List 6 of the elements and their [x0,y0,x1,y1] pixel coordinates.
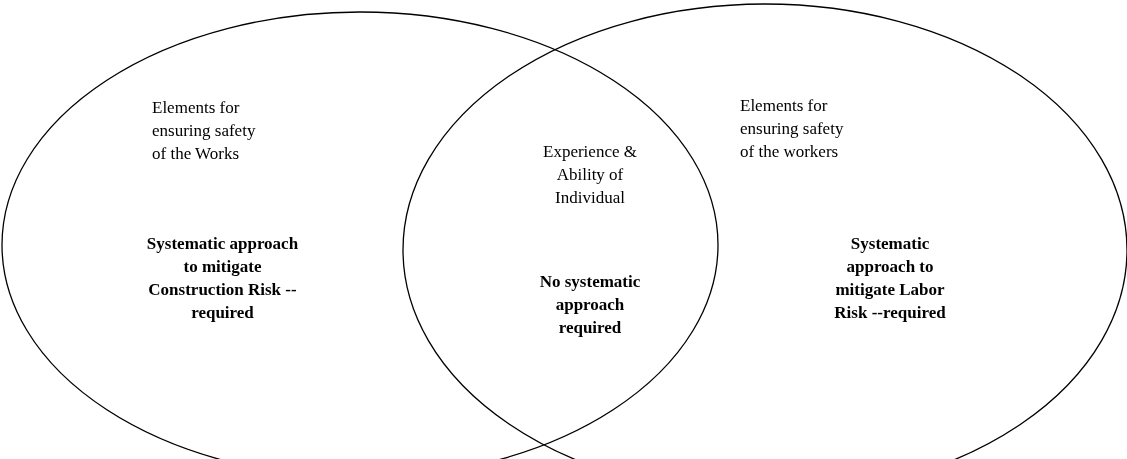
ellipse-note: Systematic approach to mitigate Construction Risk --required [145,233,300,324]
overlap-heading: Experience & Ability of Individual [542,141,638,209]
overlap-note: No systematic approach required [538,271,642,339]
ellipse-heading: Elements for ensuring safety of the Works [152,97,257,165]
ellipse-note: Systematic approach to mitigate Labor Risk --required [833,233,947,324]
ellipse-heading: Elements for ensuring safety of the workers [740,95,845,163]
